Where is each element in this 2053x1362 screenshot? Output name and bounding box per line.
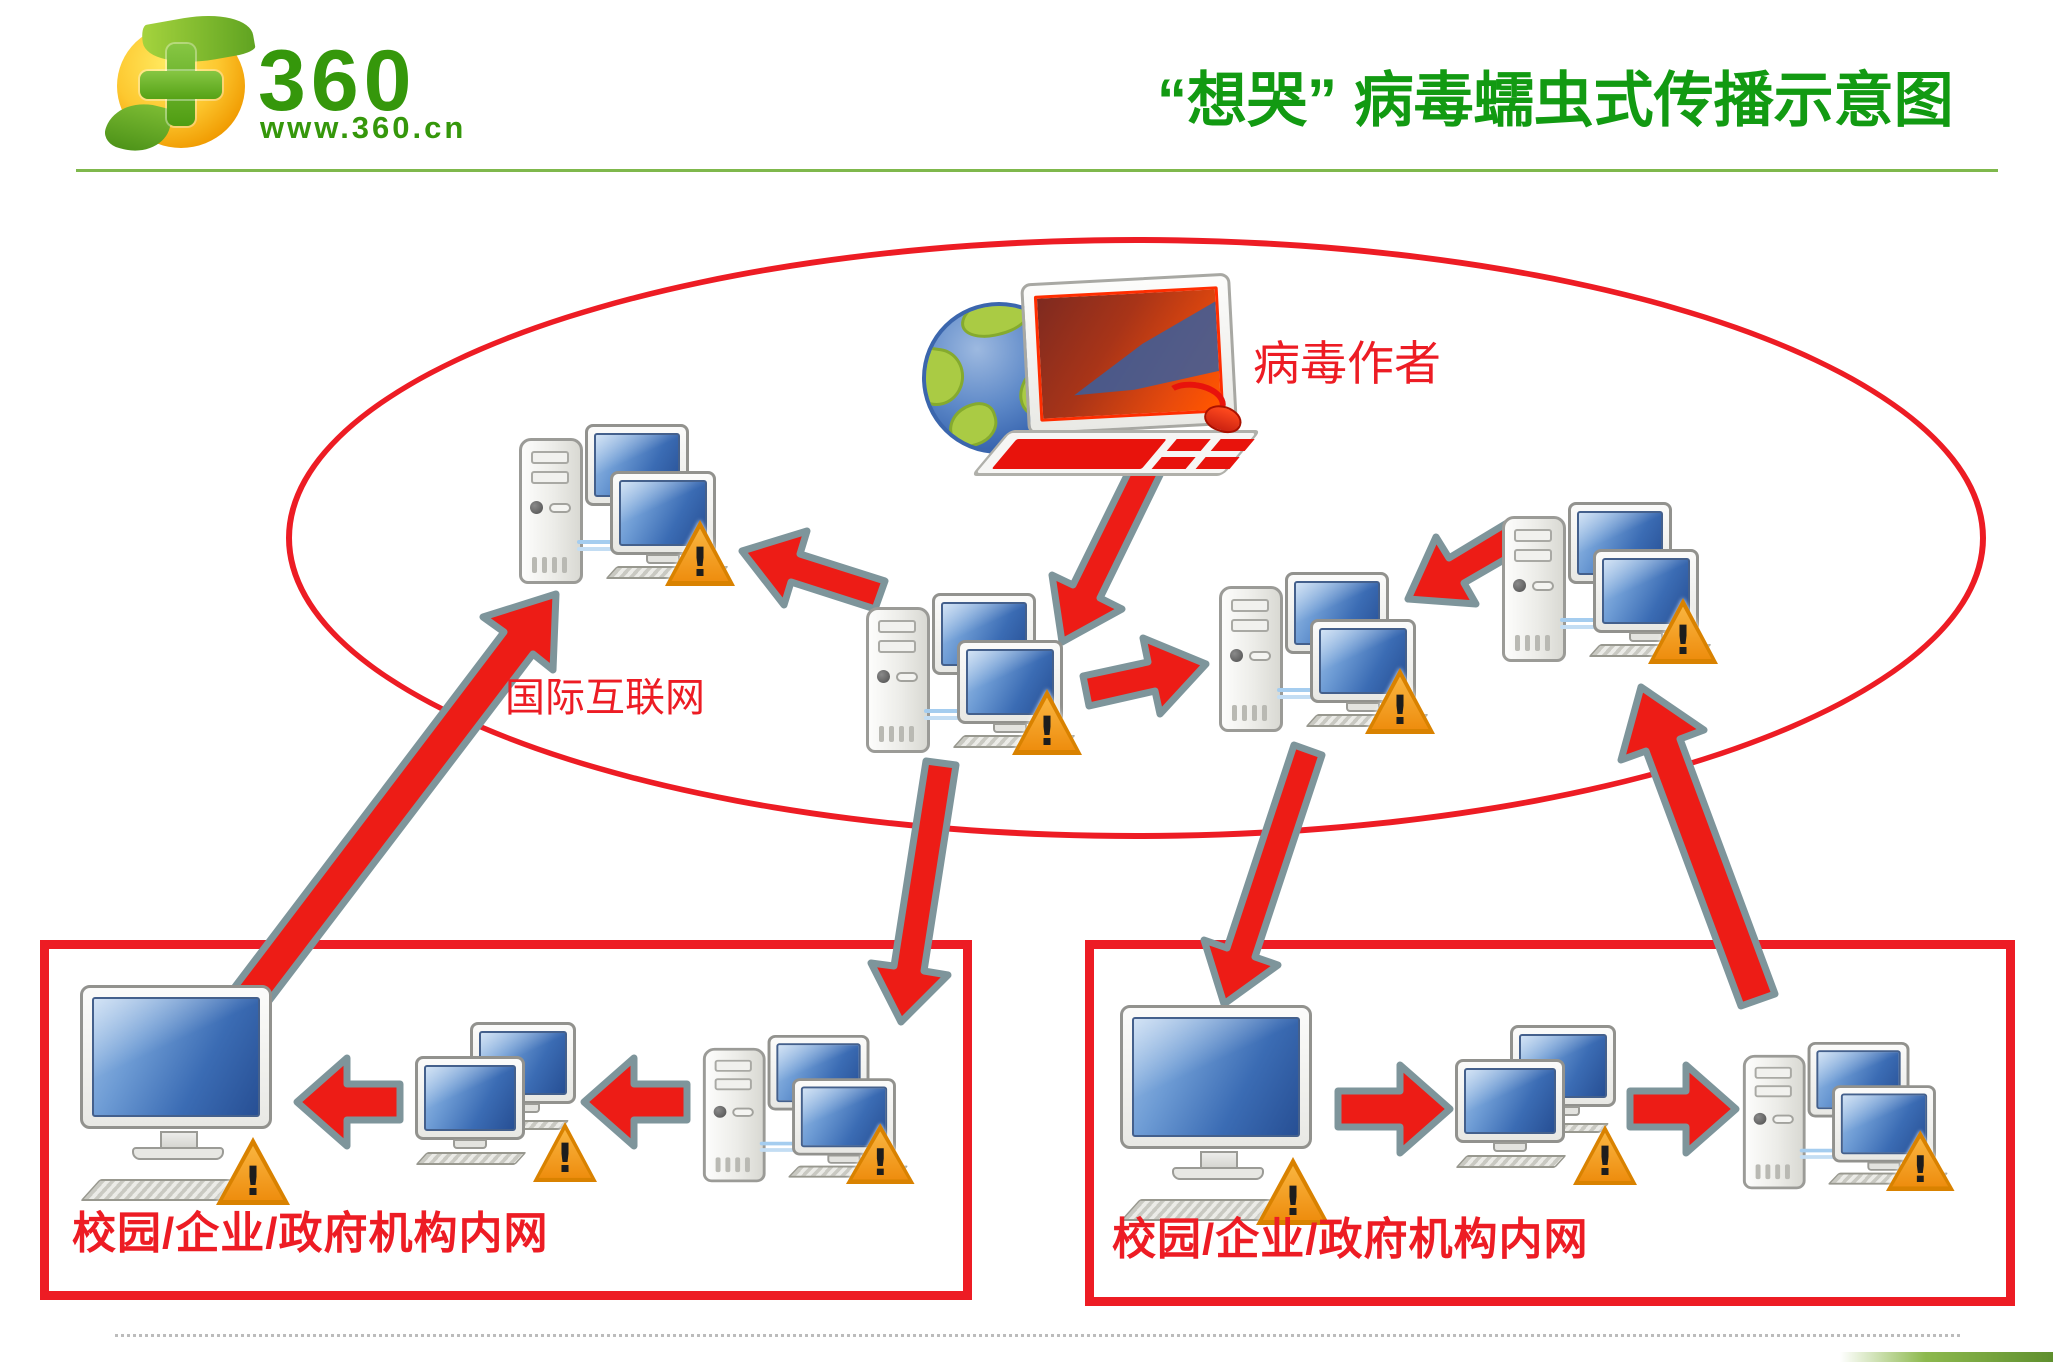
dualmonitor-intranet-right: ! — [1455, 1025, 1640, 1190]
pc-tower-icon — [1742, 1054, 1806, 1190]
warning-icon: ! — [1885, 1130, 1955, 1192]
footer-dotted-line — [115, 1334, 1960, 1337]
monitor-stand — [1200, 1151, 1238, 1167]
desktop-intranet-left: ! — [80, 985, 290, 1205]
warning-icon: ! — [1365, 668, 1435, 734]
network-cable — [759, 1141, 799, 1146]
spread-arrow-right-box-arrow-2 — [1626, 1061, 1740, 1157]
network-cable — [759, 1148, 799, 1152]
warning-icon: ! — [1573, 1125, 1637, 1185]
360-logo-icon — [101, 6, 257, 159]
workstation-internet-farright: ! — [1496, 502, 1721, 667]
monitor-base — [1172, 1167, 1264, 1180]
spread-arrow-left-box-arrow-1 — [293, 1054, 404, 1150]
network-cable — [577, 540, 617, 544]
network-cable — [1799, 1155, 1839, 1159]
red-keyboard-icon — [970, 430, 1262, 476]
workstation-intranet-left: ! — [697, 1035, 918, 1187]
spread-arrow-intranet-left-to-internet — [227, 590, 560, 1018]
logo-cross-icon — [140, 71, 222, 99]
spread-arrow-left-box-arrow-2 — [580, 1054, 691, 1150]
network-cable — [924, 709, 964, 713]
virus-author-node — [922, 272, 1262, 488]
spread-arrow-right-box-arrow-1 — [1334, 1061, 1454, 1157]
network-cable — [577, 547, 617, 551]
monitor-stand — [160, 1131, 198, 1147]
monitor-base — [132, 1147, 224, 1160]
monitor-icon — [415, 1056, 525, 1149]
intranet-right-label: 校园/企业/政府机构内网 — [1112, 1215, 1589, 1264]
intranet-left-label: 校园/企业/政府机构内网 — [72, 1209, 549, 1258]
internet-ellipse — [286, 237, 1986, 839]
warning-icon: ! — [1012, 689, 1082, 755]
network-cable — [1799, 1148, 1839, 1153]
dualmonitor-intranet-left: ! — [415, 1022, 600, 1187]
header-divider — [76, 169, 1998, 172]
warning-icon: ! — [1256, 1157, 1330, 1225]
pc-tower-icon — [866, 607, 930, 753]
page-title: “想哭” 病毒蠕虫式传播示意图 — [1157, 67, 1954, 134]
corner-green-bar — [1840, 1352, 2053, 1362]
network-cable — [1560, 625, 1600, 629]
brand-text: 360 — [258, 33, 417, 129]
spread-arrow-center-to-left — [738, 527, 889, 613]
network-cable — [1277, 688, 1317, 692]
monitor-icon — [1120, 1005, 1312, 1149]
workstation-internet-right: ! — [1213, 572, 1438, 737]
virus-author-label: 病毒作者 — [1253, 337, 1441, 390]
monitor-icon — [1455, 1059, 1565, 1152]
network-cable — [1277, 695, 1317, 699]
workstation-internet-center: ! — [860, 593, 1085, 758]
monitor-icon — [957, 640, 1063, 733]
warning-icon: ! — [665, 520, 735, 586]
warning-icon: ! — [533, 1122, 597, 1182]
network-cable — [1560, 618, 1600, 622]
network-cable — [924, 716, 964, 720]
intranet-box-right — [1085, 940, 2015, 1306]
warning-icon: ! — [216, 1137, 290, 1205]
warning-icon: ! — [845, 1123, 915, 1185]
pc-tower-icon — [519, 438, 583, 584]
spread-arrow-center-to-right — [1079, 634, 1210, 718]
pc-tower-icon — [1219, 586, 1283, 732]
monitor-icon — [80, 985, 272, 1129]
spread-arrow-author-to-center — [1048, 455, 1165, 646]
workstation-internet-left: ! — [513, 424, 738, 589]
intranet-box-left — [40, 940, 972, 1300]
keyboard-icon — [415, 1152, 527, 1165]
pc-tower-icon — [1502, 516, 1566, 662]
brand-url: www.360.cn — [260, 110, 467, 145]
keyboard-icon — [1455, 1155, 1567, 1168]
spread-arrow-center-to-intranet-left — [867, 757, 960, 1026]
desktop-intranet-right: ! — [1120, 1005, 1330, 1225]
workstation-intranet-right: ! — [1737, 1042, 1958, 1194]
warning-icon: ! — [1648, 598, 1718, 664]
pc-tower-icon — [702, 1047, 766, 1183]
internet-label: 国际互联网 — [505, 676, 705, 720]
spread-arrow-right-to-intranet-right — [1200, 741, 1326, 1008]
spread-arrow-intranet-right-to-internet — [1617, 683, 1779, 1010]
